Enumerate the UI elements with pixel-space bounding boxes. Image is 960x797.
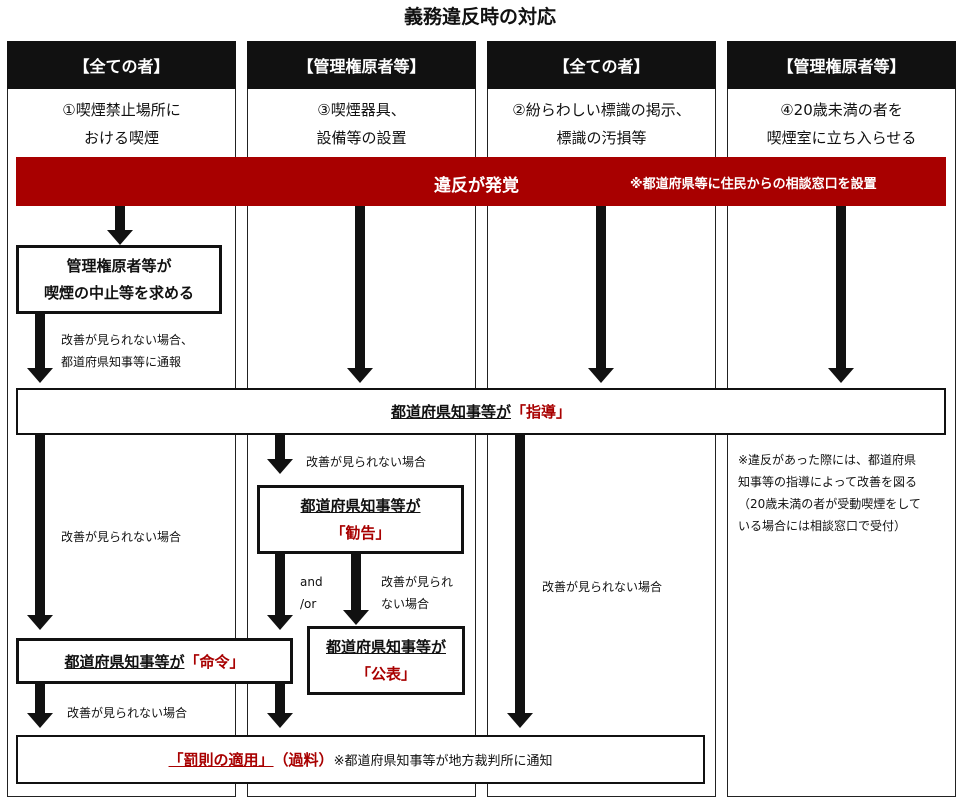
arrow-shaft xyxy=(35,314,45,369)
arrow-head xyxy=(347,368,373,383)
column-4-header: 【管理権原者等】 xyxy=(727,41,956,89)
arrow-shaft xyxy=(596,206,606,369)
arrow-shaft xyxy=(836,206,846,369)
arrow-shaft xyxy=(355,206,365,369)
no-improvement-note: 改善が見られない場合 xyxy=(67,706,188,720)
order-box: 都道府県知事等が「命令」 xyxy=(16,638,293,684)
penalty-box: 「罰則の適用」（過料）※都道府県知事等が地方裁判所に通知 xyxy=(16,735,705,784)
arrow-head xyxy=(27,615,53,630)
arrow-head xyxy=(107,230,133,245)
arrow-head xyxy=(27,713,53,728)
arrow-shaft xyxy=(35,684,45,714)
penalty-fine: （過料） xyxy=(273,751,334,769)
report-note: 改善が見られない場合、都道府県知事等に通報 xyxy=(61,333,194,369)
recommendation-box: 都道府県知事等が「勧告」 xyxy=(257,485,464,554)
column-2-condition: ③喫煙器具、設備等の設置 xyxy=(316,101,407,147)
stop-request-box: 管理権原者等が喫煙の中止等を求める xyxy=(16,245,222,314)
no-improvement-note: 改善が見られない場合 xyxy=(61,530,182,544)
arrow-head xyxy=(267,459,293,474)
arrow-head xyxy=(507,713,533,728)
column-2-header: 【管理権原者等】 xyxy=(247,41,476,89)
arrow-head xyxy=(588,368,614,383)
and-or-label: and/or xyxy=(300,575,323,611)
arrow-shaft xyxy=(35,435,45,616)
column-1-condition: ①喫煙禁止場所における喫煙 xyxy=(62,101,181,147)
arrow-shaft xyxy=(275,554,285,616)
order-prefix: 都道府県知事等が xyxy=(64,652,185,671)
penalty-action: 「罰則の適用」 xyxy=(168,751,274,769)
consultation-note: ※都道府県等に住民からの相談窓口を設置 xyxy=(630,177,877,192)
column-4-condition: ④20歳未満の者を喫煙室に立ち入らせる xyxy=(766,101,917,147)
guidance-action: 「指導」 xyxy=(511,403,572,421)
order-action: 「命令」 xyxy=(184,652,245,671)
no-improvement-note: 改善が見られない場合 xyxy=(542,580,663,594)
arrow-shaft xyxy=(515,435,525,714)
arrow-head xyxy=(27,368,53,383)
guidance-prefix: 都道府県知事等が xyxy=(390,403,511,421)
arrow-shaft xyxy=(275,435,285,460)
arrow-shaft xyxy=(351,554,361,611)
guidance-box: 都道府県知事等が「指導」 xyxy=(16,388,946,435)
violation-banner: 違反が発覚 ※都道府県等に住民からの相談窓口を設置 xyxy=(16,157,946,206)
arrow-head xyxy=(267,713,293,728)
column-3-condition: ②紛らわしい標識の掲示、標識の汚損等 xyxy=(512,101,691,147)
arrow-head xyxy=(828,368,854,383)
column-3-header: 【全ての者】 xyxy=(487,41,716,89)
arrow-head xyxy=(343,610,369,625)
publication-box: 都道府県知事等が「公表」 xyxy=(307,626,465,695)
arrow-shaft xyxy=(115,206,125,231)
no-improvement-note: 改善が見られない場合 xyxy=(306,455,427,469)
court-notification-note: ※都道府県知事等が地方裁判所に通知 xyxy=(333,754,553,769)
arrow-shaft xyxy=(275,684,285,714)
diagram-title: 義務違反時の対応 xyxy=(403,6,556,28)
column-1-header: 【全ての者】 xyxy=(7,41,236,89)
arrow-head xyxy=(267,615,293,630)
publish-condition-note: 改善が見られない場合 xyxy=(381,575,454,611)
guidance-remark: ※違反があった際には、都道府県 知事等の指導によって改善を図る （20歳未満の者… xyxy=(738,453,921,533)
violation-label: 違反が発覚 xyxy=(434,176,519,196)
